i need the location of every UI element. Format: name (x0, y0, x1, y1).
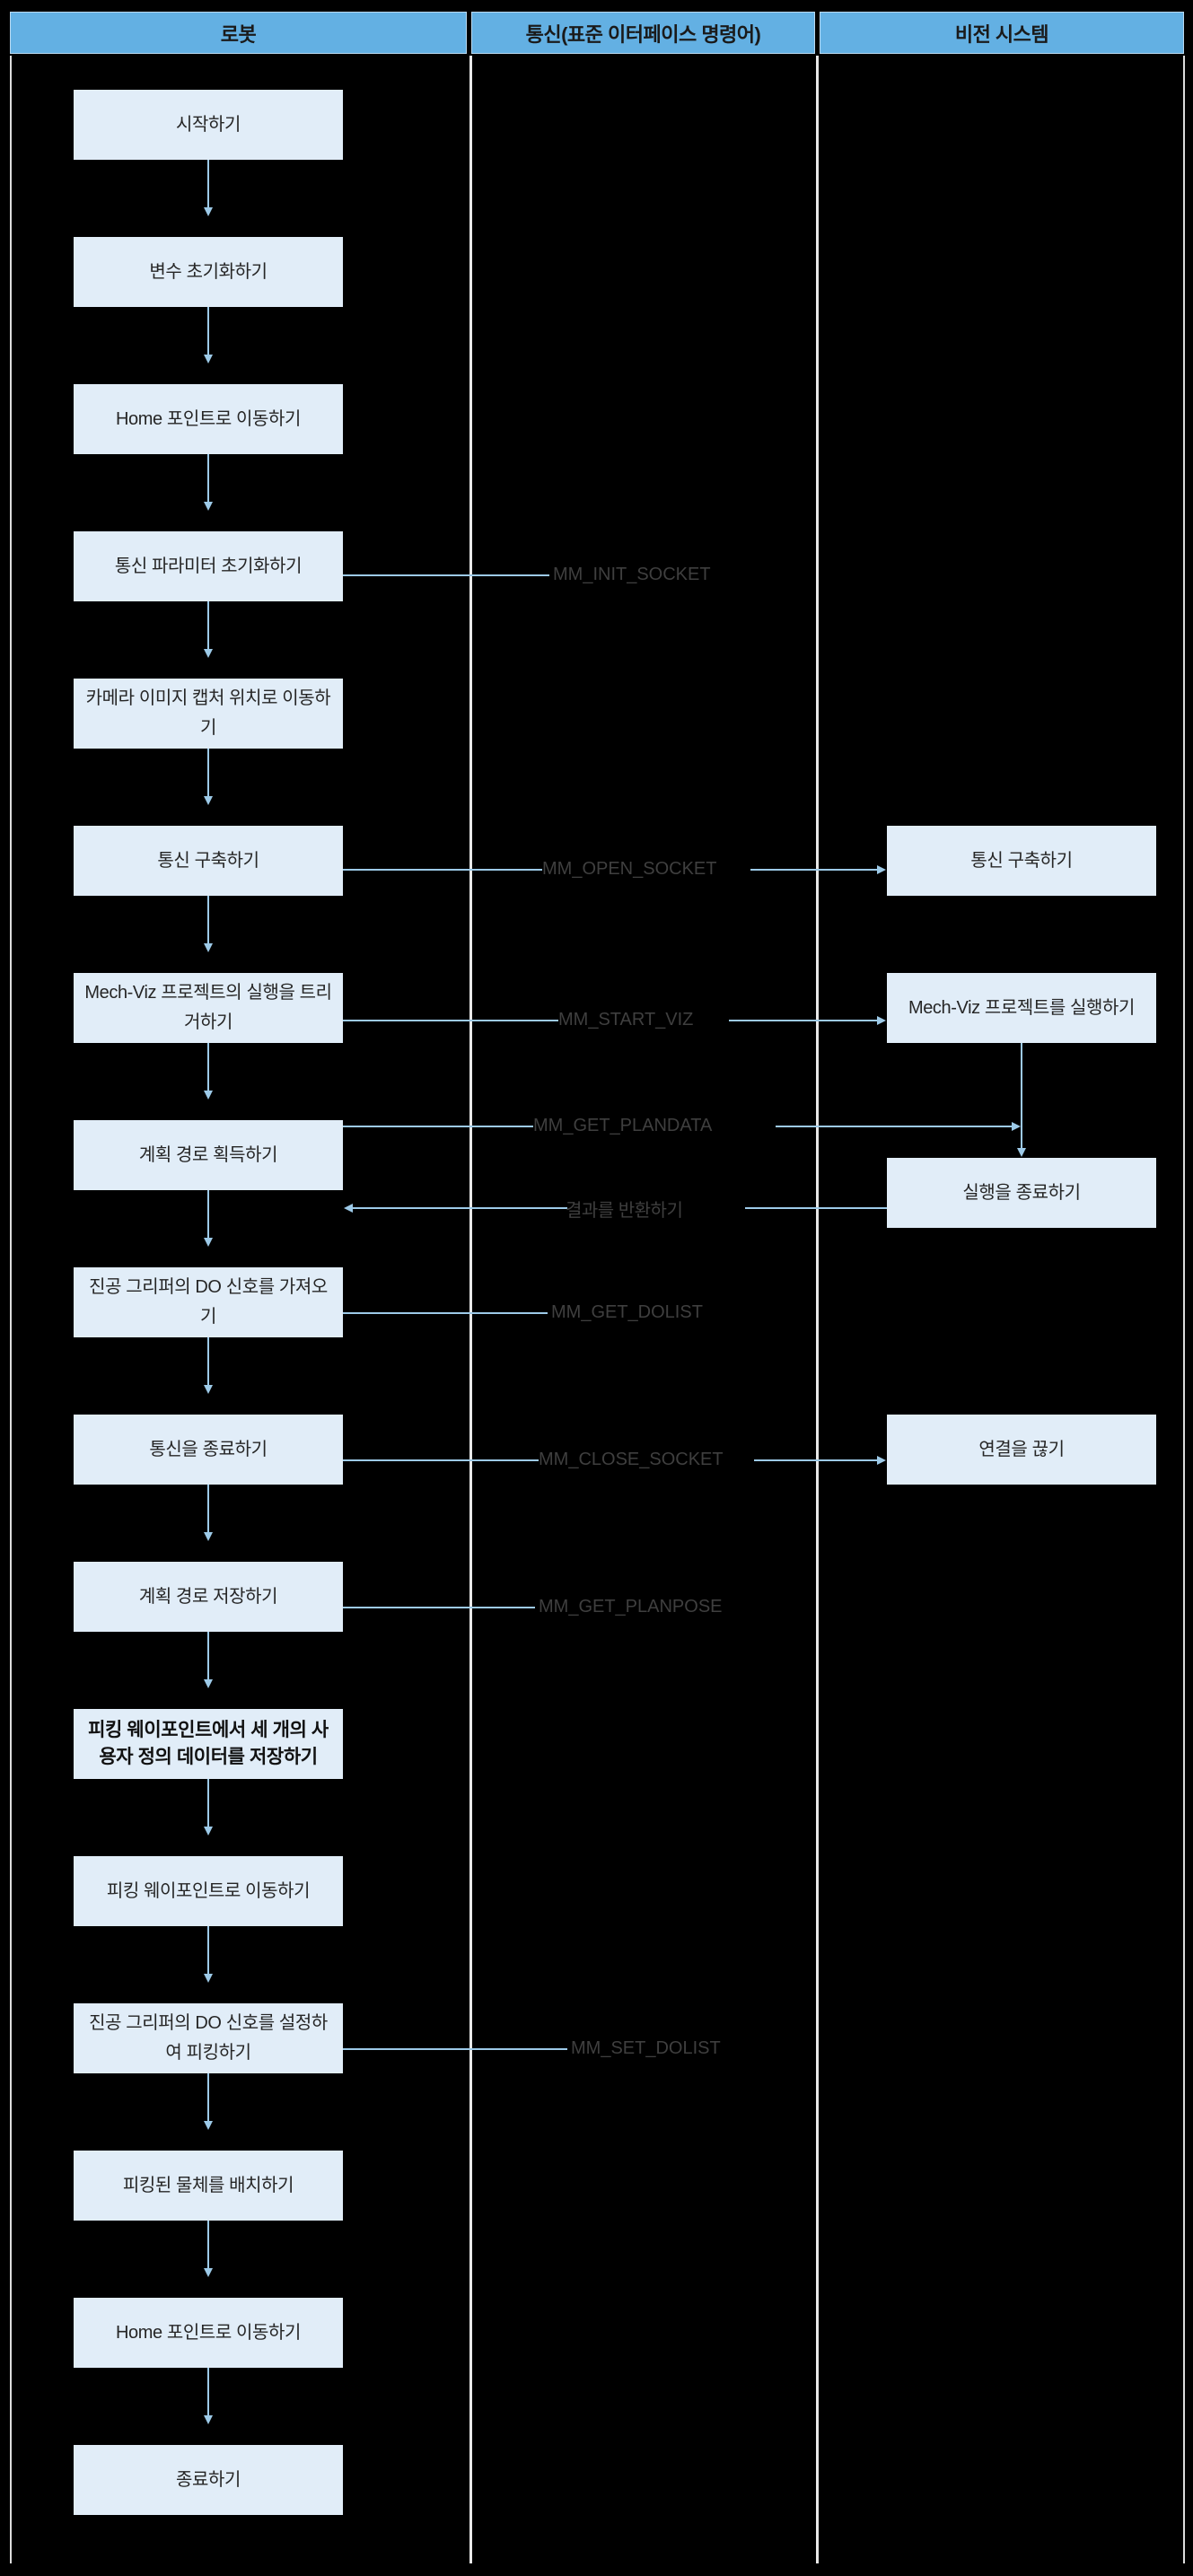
node-get-plan-path[interactable]: 계획 경로 획득하기 (74, 1120, 343, 1190)
arrow-r7-r8 (204, 1043, 213, 1100)
lane-divider-comm-vision (816, 56, 819, 2563)
line-mm-open-socket-a (343, 869, 542, 871)
node-move-home-2[interactable]: Home 포인트로 이동하기 (74, 2298, 343, 2368)
cmd-mm-init-socket: MM_INIT_SOCKET (553, 565, 711, 584)
arrow-r4-r5 (204, 601, 213, 658)
node-init-comm-params[interactable]: 통신 파라미터 초기화하기 (74, 531, 343, 601)
line-mm-init-socket (343, 574, 549, 576)
arrow-r10-r11 (204, 1485, 213, 1541)
cmd-mm-start-viz: MM_START_VIZ (558, 1010, 694, 1030)
arrow-mm-get-plandata-b (776, 1122, 1021, 1131)
arrow-r12-r13 (204, 1779, 213, 1836)
cmd-mm-open-socket: MM_OPEN_SOCKET (542, 859, 717, 879)
arrow-mm-start-viz-b (729, 1016, 886, 1025)
arrow-return-result-a (344, 1204, 567, 1213)
arrow-r2-r3 (204, 307, 213, 364)
node-end[interactable]: 종료하기 (74, 2445, 343, 2515)
arrow-mm-close-socket-b (754, 1456, 886, 1465)
node-save-custom-data[interactable]: 피킹 웨이포인트에서 세 개의 사용자 정의 데이터를 저장하기 (74, 1709, 343, 1779)
cmd-mm-get-plandata: MM_GET_PLANDATA (533, 1116, 713, 1135)
arrow-r6-r7 (204, 896, 213, 952)
arrow-r15-r16 (204, 2221, 213, 2277)
swimlane-header-row: 로봇 통신(표준 이터페이스 명령어) 비전 시스템 (0, 12, 1193, 54)
arrow-r11-r12 (204, 1632, 213, 1688)
arrow-r16-r17 (204, 2368, 213, 2424)
node-establish-comm[interactable]: 통신 구축하기 (74, 826, 343, 896)
cmd-mm-get-dolist: MM_GET_DOLIST (551, 1302, 703, 1322)
arrow-r5-r6 (204, 749, 213, 805)
line-mm-get-plandata-a (343, 1126, 533, 1127)
node-trigger-mechviz[interactable]: Mech-Viz 프로젝트의 실행을 트리거하기 (74, 973, 343, 1043)
arrow-r14-r15 (204, 2073, 213, 2130)
node-move-home-1[interactable]: Home 포인트로 이동하기 (74, 384, 343, 454)
node-start[interactable]: 시작하기 (74, 90, 343, 160)
arrow-mm-open-socket-b (750, 865, 886, 874)
lane-divider-left (10, 56, 12, 2563)
line-mm-get-planpose (343, 1607, 535, 1608)
cmd-mm-get-planpose: MM_GET_PLANPOSE (539, 1597, 723, 1617)
arrow-r9-r10 (204, 1337, 213, 1394)
arrow-r8-r9 (204, 1190, 213, 1247)
lane-divider-right (1183, 56, 1185, 2563)
node-vision-run-mechviz[interactable]: Mech-Viz 프로젝트를 실행하기 (887, 973, 1156, 1043)
arrow-r3-r4 (204, 454, 213, 511)
cmd-mm-close-socket: MM_CLOSE_SOCKET (539, 1450, 724, 1469)
lane-header-vision: 비전 시스템 (820, 12, 1184, 54)
node-move-pick-waypoint[interactable]: 피킹 웨이포인트로 이동하기 (74, 1856, 343, 1926)
node-vision-finish-run[interactable]: 실행을 종료하기 (887, 1158, 1156, 1228)
node-vision-establish-comm[interactable]: 통신 구축하기 (887, 826, 1156, 896)
node-get-do-signal[interactable]: 진공 그리퍼의 DO 신호를 가져오기 (74, 1267, 343, 1337)
node-close-comm[interactable]: 통신을 종료하기 (74, 1415, 343, 1485)
node-set-do-pick[interactable]: 진공 그리퍼의 DO 신호를 설정하여 피킹하기 (74, 2003, 343, 2073)
line-mm-start-viz-a (343, 1020, 558, 1021)
node-save-plan-path[interactable]: 계획 경로 저장하기 (74, 1562, 343, 1632)
node-vision-disconnect[interactable]: 연결을 끊기 (887, 1415, 1156, 1485)
line-mm-set-dolist (343, 2048, 567, 2050)
arrow-r1-r2 (204, 160, 213, 216)
line-mm-close-socket-a (343, 1459, 539, 1461)
node-place-object[interactable]: 피킹된 물체를 배치하기 (74, 2151, 343, 2221)
cmd-mm-set-dolist: MM_SET_DOLIST (571, 2038, 721, 2058)
node-init-variables[interactable]: 변수 초기화하기 (74, 237, 343, 307)
line-return-result-b (745, 1207, 887, 1209)
line-mm-get-dolist (343, 1312, 548, 1314)
node-move-capture-pos[interactable]: 카메라 이미지 캡처 위치로 이동하기 (74, 679, 343, 749)
arrow-v2-v3 (1017, 1043, 1026, 1157)
arrow-r13-r14 (204, 1926, 213, 1983)
lane-header-robot: 로봇 (10, 12, 467, 54)
cmd-return-result: 결과를 반환하기 (566, 1201, 683, 1221)
lane-header-communication: 통신(표준 이터페이스 명령어) (471, 12, 815, 54)
lane-divider-robot-comm (469, 56, 472, 2563)
